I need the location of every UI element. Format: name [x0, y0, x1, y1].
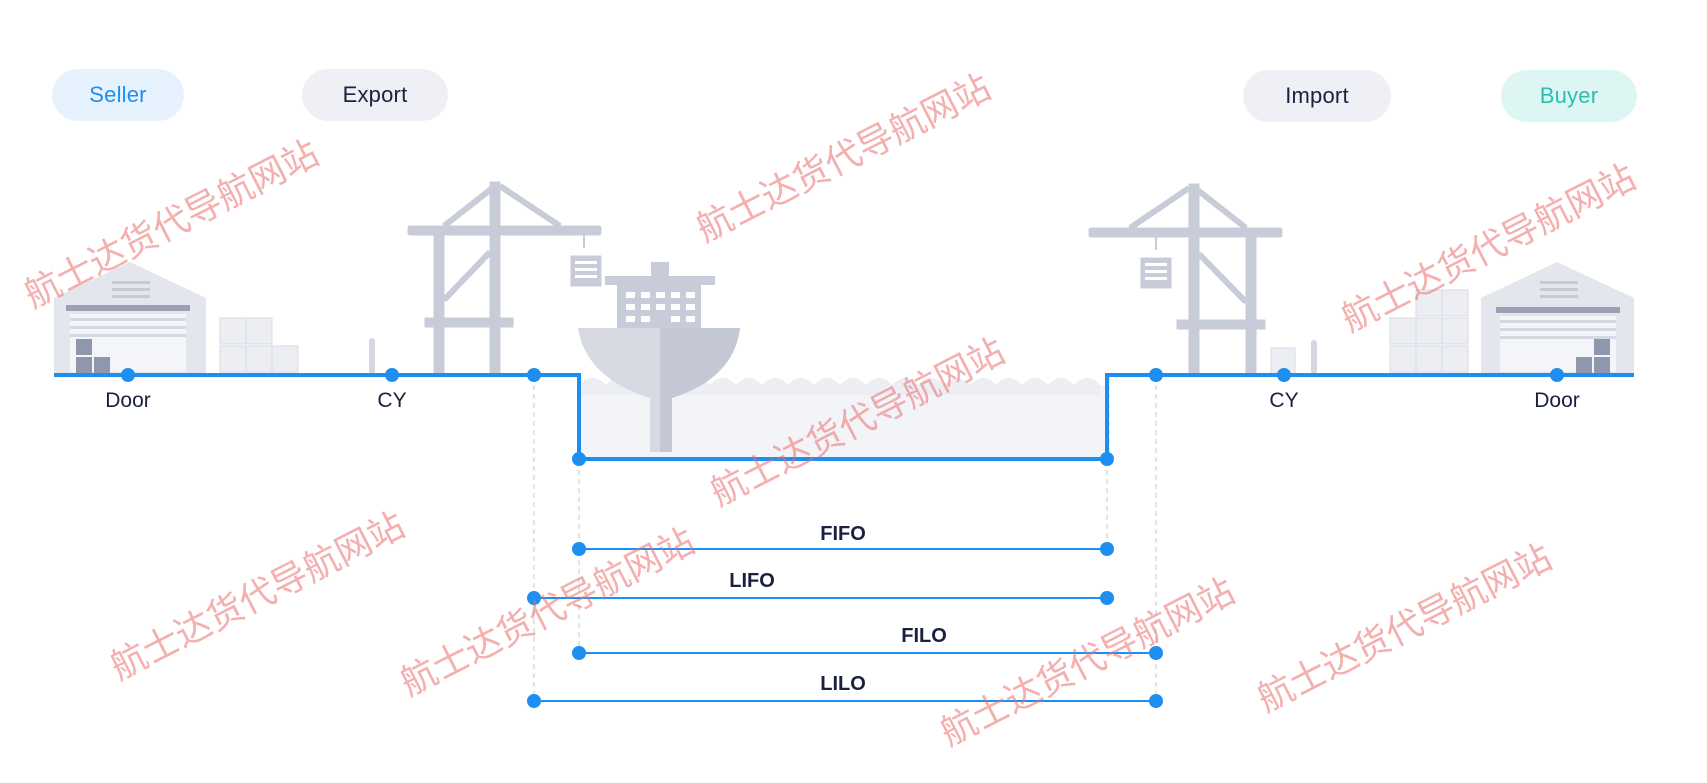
crane-left	[407, 181, 602, 376]
term-range-lilo	[527, 694, 1163, 708]
term-label-lifo: LIFO	[729, 570, 775, 592]
seller-badge: Seller	[52, 69, 184, 121]
bollard-left	[369, 338, 375, 374]
buyer-badge: Buyer	[1501, 70, 1637, 122]
export-badge: Export	[302, 69, 448, 121]
left-cy-label: CY	[377, 389, 407, 412]
right-door-label: Door	[1534, 389, 1580, 412]
container-stack-left	[219, 317, 299, 373]
term-range-fifo	[572, 542, 1114, 556]
import-badge: Import	[1243, 70, 1391, 122]
term-range-lifo	[527, 591, 1114, 605]
bollard-right	[1311, 340, 1317, 374]
left-door-label: Door	[105, 389, 151, 412]
term-range-filo	[572, 646, 1163, 660]
seller-warehouse	[54, 262, 206, 374]
right-cy-label: CY	[1269, 389, 1299, 412]
container-ship	[578, 262, 740, 452]
buyer-warehouse	[1481, 262, 1634, 374]
crane-right	[1088, 183, 1283, 376]
term-label-fifo: FIFO	[820, 523, 866, 545]
term-label-lilo: LILO	[820, 673, 866, 695]
term-label-filo: FILO	[901, 625, 947, 647]
route-line	[54, 373, 1634, 461]
route-nodes	[121, 368, 1564, 466]
container-stack-right	[1389, 289, 1469, 373]
